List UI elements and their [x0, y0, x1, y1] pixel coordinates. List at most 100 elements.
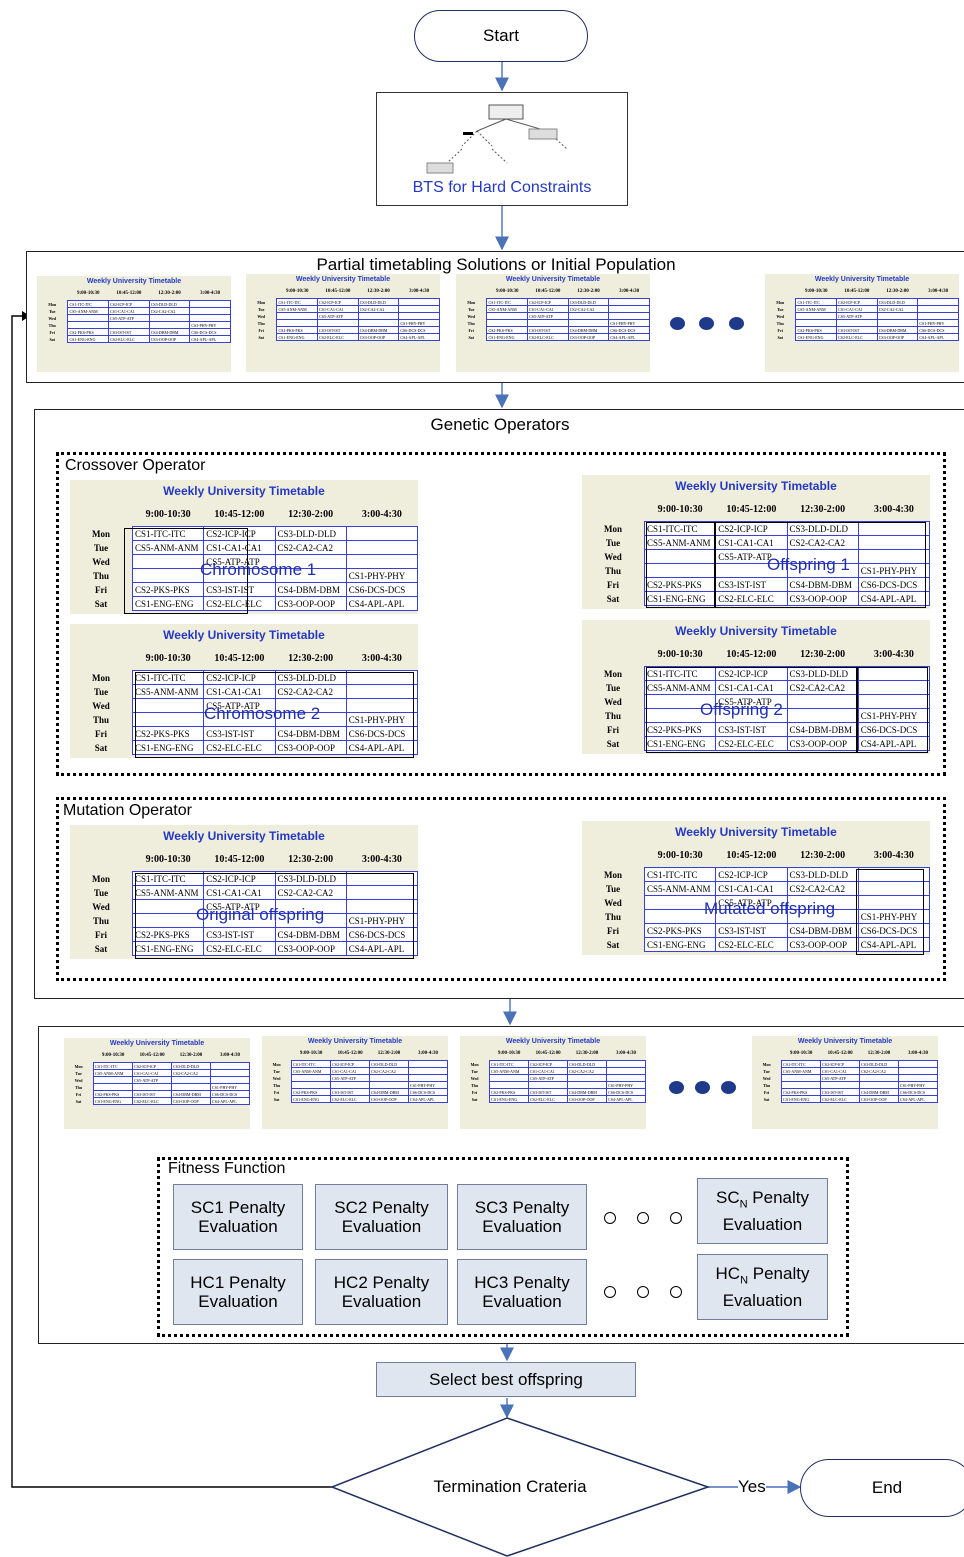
- day-label: Tue: [93, 542, 109, 553]
- timetable-cell: CS1-ITC-ITC: [93, 1062, 134, 1070]
- timetable-cell: [567, 319, 610, 327]
- day-label: Wed: [604, 551, 622, 562]
- timetable-header: 12:30-2:00: [288, 652, 334, 664]
- timetable-header: 9:00-10:30: [299, 1051, 323, 1056]
- day-label: Fri: [777, 327, 783, 333]
- timetable-cell: CS2-PKS-PKS: [93, 1090, 134, 1098]
- termination-diamond: [329, 1417, 711, 1557]
- timetable-cell: CS4-APL-APL: [917, 333, 959, 341]
- day-label: Sat: [94, 943, 108, 954]
- timetable-header: 9:00-10:30: [657, 648, 703, 660]
- ellipsis-dot: [670, 1286, 682, 1298]
- timetable-cell: [132, 1083, 173, 1091]
- timetable-cell: CS5-ANM-ANM: [781, 1067, 822, 1075]
- timetable-cell: [644, 694, 717, 709]
- hc1-penalty-box: HC1 Penalty Evaluation: [173, 1259, 303, 1325]
- timetable-cell: CS4-DBM-DBM: [876, 326, 919, 334]
- mutation-region: Mutation Operator: [56, 797, 946, 981]
- offspring2-highlight-a: [646, 667, 858, 753]
- ellipsis-dot: [721, 1081, 736, 1094]
- timetable-cell: CS2-ICP-ICP: [108, 300, 150, 308]
- timetable-cell: CS1-ITC-ITC: [67, 300, 110, 308]
- timetable-cell: CS2-ELC-ELC: [203, 596, 276, 611]
- timetable-header: [456, 285, 487, 299]
- timetable-cell: CS2-ELC-ELC: [715, 736, 788, 751]
- timetable-cell: CS6-DCS-DCS: [857, 923, 930, 938]
- timetable-cell: CS2-CA2-CA2: [274, 684, 347, 699]
- day-label: Wed: [762, 1075, 771, 1081]
- day-label: Mon: [257, 299, 266, 305]
- timetable-cell: CS2-CA2-CA2: [876, 305, 919, 313]
- timetable-cell: CS2-PKS-PKS: [489, 1088, 530, 1096]
- timetable-cell: [276, 312, 319, 320]
- timetable-header: 10:45-12:00: [535, 1051, 561, 1056]
- timetable-cell: CS1-ENG-ENG: [486, 333, 529, 341]
- timetable-cell: CS6-DCS-DCS: [917, 326, 959, 334]
- timetable-cell: CS1-CA1-CA1: [203, 684, 276, 699]
- day-label: Wed: [92, 556, 110, 567]
- day-label: Mon: [92, 873, 111, 884]
- timetable-cell: CS4-DBM-DBM: [357, 326, 400, 334]
- timetable-cell: CS1-ENG-ENG: [781, 1095, 822, 1103]
- timetable-cell: CS3-OOP-OOP: [357, 333, 400, 341]
- timetable-cell: CS5-ANM-ANM: [795, 305, 838, 313]
- day-label: Sat: [471, 1096, 478, 1102]
- timetable-cell: CS1-ENG-ENG: [291, 1095, 332, 1103]
- day-label: Thu: [471, 1082, 479, 1088]
- timetable-cell: CS4-APL-APL: [189, 335, 231, 343]
- timetable-cell: CS1-PHY-PHY: [606, 1081, 646, 1089]
- ellipsis-dot: [670, 317, 685, 330]
- timetable-title: Weekly University Timetable: [109, 1040, 205, 1047]
- timetable-title: Weekly University Timetable: [295, 276, 391, 283]
- offspring1-highlight-b: [714, 522, 926, 608]
- timetable-header: 10:45-12:00: [116, 291, 142, 296]
- timetable-header: 12:30-2:00: [886, 289, 909, 294]
- timetable-cell: [317, 319, 359, 327]
- timetable-cell: CS3-DLD-DLD: [876, 298, 919, 306]
- genetic-title: Genetic Operators: [430, 415, 570, 434]
- timetable-cell: [408, 1060, 448, 1068]
- timetable-cell: [795, 312, 838, 320]
- timetable-header: 9:00-10:30: [657, 503, 703, 515]
- timetable-cell: CS3-IST-IST: [715, 923, 788, 938]
- scn-rest: Penalty Evaluation: [722, 1188, 809, 1234]
- ellipsis-dot: [670, 1212, 682, 1224]
- timetable-cell: CS2-ICP-ICP: [715, 867, 788, 882]
- yes-label: Yes: [738, 1477, 766, 1497]
- day-label: Fri: [273, 1089, 280, 1095]
- timetable-header: 9:00-10:30: [497, 1051, 521, 1056]
- timetable-cell: CS1-ENG-ENG: [644, 591, 717, 606]
- day-label: Mon: [467, 299, 476, 305]
- timetable-cell: CS2-ICP-ICP: [527, 298, 569, 306]
- timetable-cell: CS1-CA1-CA1: [203, 540, 276, 555]
- timetable-cell: CS1-ITC-ITC: [644, 867, 717, 882]
- timetable-header: 12:30-2:00: [288, 853, 334, 865]
- day-label: Sat: [606, 738, 620, 749]
- timetable-cell: CS3-DLD-DLD: [567, 1060, 608, 1068]
- timetable-cell: CS1-PHY-PHY: [189, 321, 231, 329]
- timetable-header: 10:45-12:00: [214, 853, 265, 865]
- chromosome2-highlight: [135, 672, 414, 758]
- day-label: Thu: [93, 714, 110, 725]
- offspring1-highlight-a: [646, 522, 716, 608]
- timetable-header: [246, 285, 277, 299]
- timetable-header: 12:30-2:00: [158, 291, 181, 296]
- timetable-cell: CS3-DLD-DLD: [171, 1062, 212, 1070]
- timetable-cell: [715, 563, 788, 578]
- offspring1-label: Offspring 1: [767, 555, 850, 574]
- timetable-cell: CS3-OOP-OOP: [786, 937, 859, 952]
- timetable-cell: [369, 1081, 410, 1089]
- timetable-cell: CS2-CA2-CA2: [859, 1067, 900, 1075]
- timetable-header: 9:00-10:30: [77, 291, 100, 296]
- crossover-region: Crossover Operator: [56, 452, 946, 776]
